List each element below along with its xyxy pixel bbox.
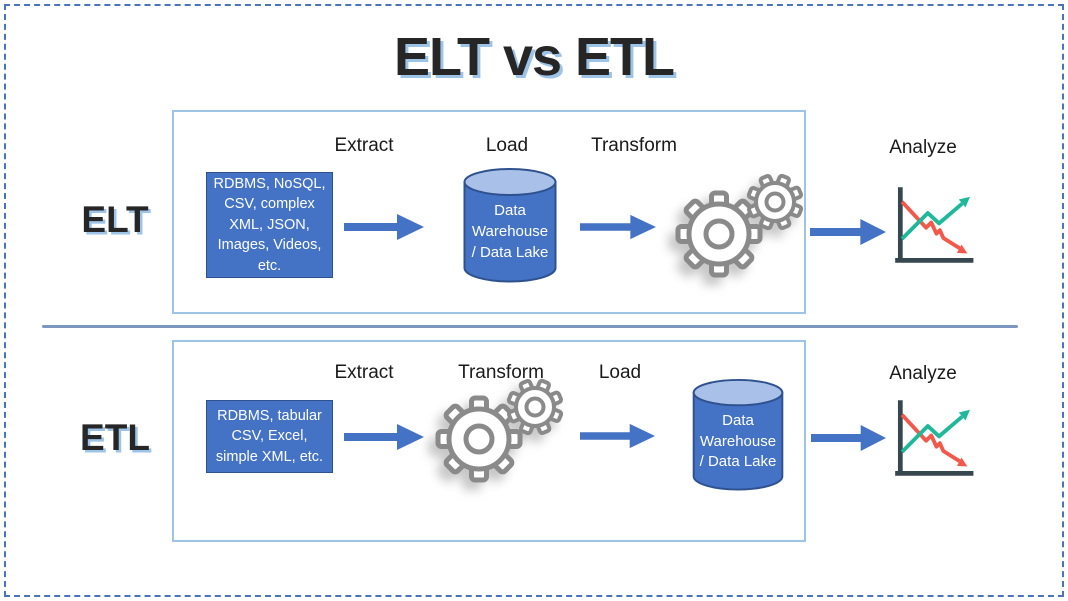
elt-source-box: RDBMS, NoSQL, CSV, complex XML, JSON, Im… (206, 172, 333, 278)
flow-arrow-icon (811, 423, 886, 453)
rows-divider (42, 325, 1018, 328)
database-cylinder-icon (691, 378, 785, 492)
elt-extract-label: Extract (334, 135, 394, 156)
elt-transform-label: Transform (591, 135, 677, 156)
flow-arrow-icon (580, 422, 655, 450)
gears-icon (660, 168, 805, 280)
flow-arrow-icon (344, 212, 424, 242)
elt-warehouse-text: Data Warehouse / Data Lake (471, 202, 549, 261)
elt-panel (172, 110, 806, 314)
database-cylinder-icon (462, 167, 558, 284)
flow-arrow-icon (344, 422, 424, 452)
row-label-etl: ETL (80, 417, 150, 458)
etl-panel (172, 340, 806, 542)
flow-arrow-icon (810, 217, 886, 247)
flow-arrow-icon (580, 213, 656, 241)
elt-load-label: Load (485, 135, 529, 156)
etl-load-label: Load (598, 362, 642, 383)
elt-analyze-label: Analyze (889, 137, 957, 158)
row-label-elt: ELT (81, 199, 149, 240)
gears-icon (420, 373, 565, 485)
etl-extract-label: Extract (334, 362, 394, 383)
etl-warehouse-text: Data Warehouse / Data Lake (699, 411, 777, 471)
etl-transform-label: Transform (458, 362, 544, 383)
page-title: ELT vs ETL (393, 27, 675, 87)
etl-analyze-label: Analyze (889, 363, 957, 384)
analyze-chart-icon (890, 184, 976, 267)
etl-source-box: RDBMS, tabular CSV, Excel, simple XML, e… (206, 400, 333, 473)
analyze-chart-icon (890, 397, 976, 480)
